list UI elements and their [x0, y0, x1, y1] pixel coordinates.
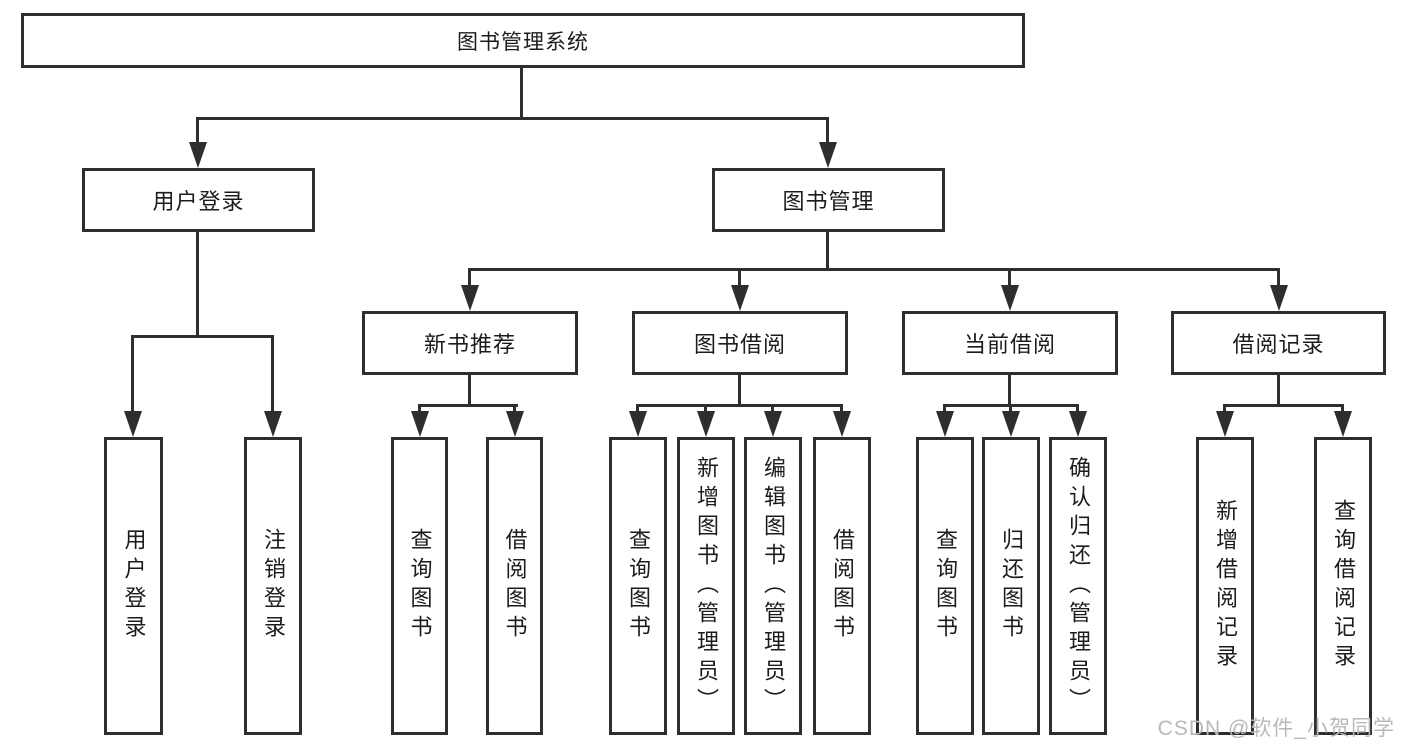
leaf-recommend-query-book: 查询图书	[391, 437, 448, 735]
connector-to-borrow-book	[840, 404, 843, 416]
connector-to-book-management	[826, 117, 829, 149]
leaf-user-login-label: 用户登录	[121, 528, 147, 644]
arrowhead-current-borrow	[1001, 285, 1019, 311]
node-user-login-label: 用户登录	[152, 189, 245, 214]
node-current-borrow: 当前借阅	[902, 311, 1118, 375]
leaf-recommend-query-book-label: 查询图书	[407, 528, 433, 644]
arrowhead-confirm-return	[1069, 411, 1087, 437]
leaf-user-login: 用户登录	[104, 437, 163, 735]
arrowhead-recommend-query	[411, 411, 429, 437]
arrowhead-leaf-user-login	[124, 411, 142, 437]
leaf-borrow-query-book: 查询图书	[609, 437, 667, 735]
node-book-management: 图书管理	[712, 168, 945, 232]
arrowhead-add-book	[697, 411, 715, 437]
leaf-edit-book-admin-label: 编辑图书（管理员）	[761, 455, 786, 717]
node-user-login: 用户登录	[82, 168, 315, 232]
leaf-recommend-borrow-book: 借阅图书	[486, 437, 543, 735]
connector-to-add-record	[1223, 404, 1226, 416]
leaf-return-book-label: 归还图书	[999, 528, 1024, 644]
arrowhead-add-record	[1216, 411, 1234, 437]
leaf-confirm-return-admin-label: 确认归还（管理员）	[1066, 455, 1091, 717]
node-root-label: 图书管理系统	[457, 30, 589, 54]
arrowhead-borrow-record	[1270, 285, 1288, 311]
node-root: 图书管理系统	[21, 13, 1025, 68]
leaf-edit-book-admin: 编辑图书（管理员）	[744, 437, 802, 735]
connector-to-current-borrow	[1008, 268, 1011, 288]
connector-to-query-record	[1341, 404, 1344, 416]
leaf-logout-label: 注销登录	[261, 528, 286, 644]
connector-current-stub	[1008, 374, 1011, 406]
arrowhead-book-management	[819, 142, 837, 168]
leaf-logout: 注销登录	[244, 437, 302, 735]
leaf-current-query-book-label: 查询图书	[933, 528, 958, 644]
connector-to-borrow-query	[636, 404, 639, 416]
connector-to-current-query	[943, 404, 946, 416]
leaf-borrow-borrow-book: 借阅图书	[813, 437, 871, 735]
connector-user-login-hline	[131, 335, 274, 338]
connector-to-add-book	[704, 404, 707, 416]
connector-to-borrow-record	[1277, 268, 1280, 288]
connector-to-return-book	[1009, 404, 1012, 416]
csdn-watermark: CSDN @软件_小贺同学	[1157, 717, 1395, 740]
node-book-borrow-label: 图书借阅	[693, 332, 786, 357]
leaf-add-book-admin-label: 新增图书（管理员）	[694, 455, 719, 717]
leaf-return-book: 归还图书	[982, 437, 1040, 735]
connector-level3-hline	[468, 268, 1280, 271]
connector-to-new-book-recommend	[468, 268, 471, 288]
connector-to-leaf-logout	[271, 335, 274, 415]
leaf-query-borrow-record: 查询借阅记录	[1314, 437, 1372, 735]
connector-to-book-borrow	[738, 268, 741, 288]
connector-record-hline	[1223, 404, 1344, 407]
arrowhead-return-book	[1002, 411, 1020, 437]
leaf-add-borrow-record-label: 新增借阅记录	[1213, 499, 1238, 673]
connector-recommend-hline	[418, 404, 518, 407]
leaf-borrow-borrow-book-label: 借阅图书	[830, 528, 855, 644]
leaf-confirm-return-admin: 确认归还（管理员）	[1049, 437, 1107, 735]
leaf-add-borrow-record: 新增借阅记录	[1196, 437, 1254, 735]
arrowhead-user-login	[189, 142, 207, 168]
connector-to-recommend-query	[418, 404, 421, 416]
arrowhead-recommend-borrow	[506, 411, 524, 437]
connector-borrow-hline	[636, 404, 843, 407]
node-current-borrow-label: 当前借阅	[963, 332, 1056, 357]
arrowhead-leaf-logout	[264, 411, 282, 437]
connector-recommend-stub	[468, 374, 471, 406]
connector-root-stub	[520, 66, 523, 119]
leaf-add-book-admin: 新增图书（管理员）	[677, 437, 735, 735]
connector-to-confirm-return	[1076, 404, 1079, 416]
node-new-book-recommend-label: 新书推荐	[423, 332, 516, 357]
leaf-recommend-borrow-book-label: 借阅图书	[502, 528, 528, 644]
node-book-management-label: 图书管理	[782, 189, 875, 214]
arrowhead-edit-book	[764, 411, 782, 437]
leaf-query-borrow-record-label: 查询借阅记录	[1331, 499, 1356, 673]
connector-record-stub	[1277, 374, 1280, 406]
connector-level1-hline	[196, 117, 829, 120]
connector-to-user-login	[196, 117, 199, 149]
connector-to-leaf-user-login	[131, 335, 134, 415]
arrowhead-book-borrow	[731, 285, 749, 311]
node-book-borrow: 图书借阅	[632, 311, 848, 375]
arrowhead-borrow-query	[629, 411, 647, 437]
leaf-borrow-query-book-label: 查询图书	[626, 528, 651, 644]
node-borrow-record: 借阅记录	[1171, 311, 1386, 375]
node-new-book-recommend: 新书推荐	[362, 311, 578, 375]
connector-user-login-stub	[196, 231, 199, 337]
connector-to-recommend-borrow	[513, 404, 516, 416]
arrowhead-borrow-book	[833, 411, 851, 437]
connector-borrow-stub	[738, 374, 741, 406]
node-borrow-record-label: 借阅记录	[1232, 332, 1325, 357]
connector-book-management-stub	[826, 231, 829, 271]
leaf-current-query-book: 查询图书	[916, 437, 974, 735]
arrowhead-query-record	[1334, 411, 1352, 437]
connector-to-edit-book	[771, 404, 774, 416]
arrowhead-new-book-recommend	[461, 285, 479, 311]
arrowhead-current-query	[936, 411, 954, 437]
